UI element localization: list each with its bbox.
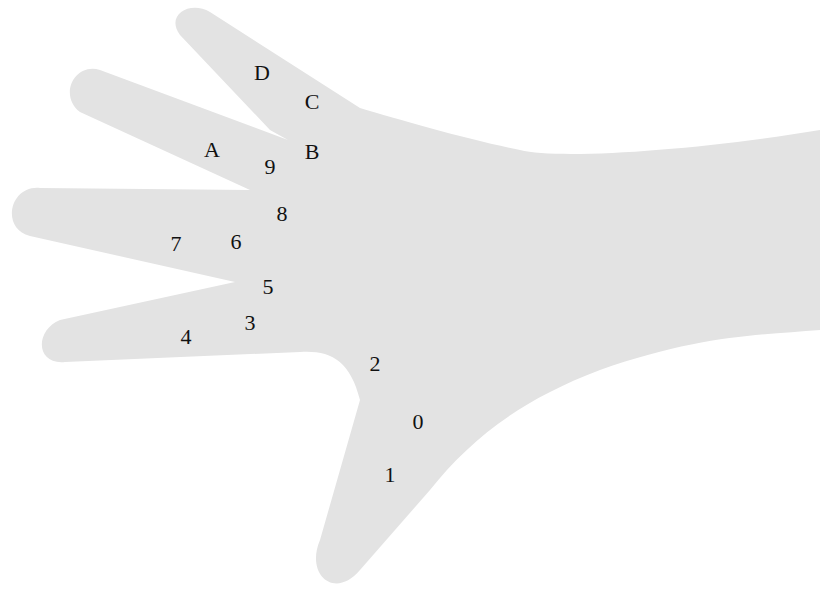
callout-label: 4 [181, 326, 192, 348]
hand-silhouette [12, 8, 820, 584]
callout-label: 6 [231, 231, 242, 253]
callout-label: A [204, 139, 220, 161]
callout-label: C [305, 91, 320, 113]
callout-label: 9 [265, 156, 276, 178]
callout-label: 7 [171, 233, 182, 255]
callout-label: 5 [263, 276, 274, 298]
callout-label: 1 [385, 464, 396, 486]
callout-label: D [254, 62, 270, 84]
callout-label: B [305, 141, 320, 163]
callout-label: 3 [245, 312, 256, 334]
callout-label: 0 [413, 411, 424, 433]
callout-label: 8 [277, 203, 288, 225]
callout-label: 2 [370, 353, 381, 375]
